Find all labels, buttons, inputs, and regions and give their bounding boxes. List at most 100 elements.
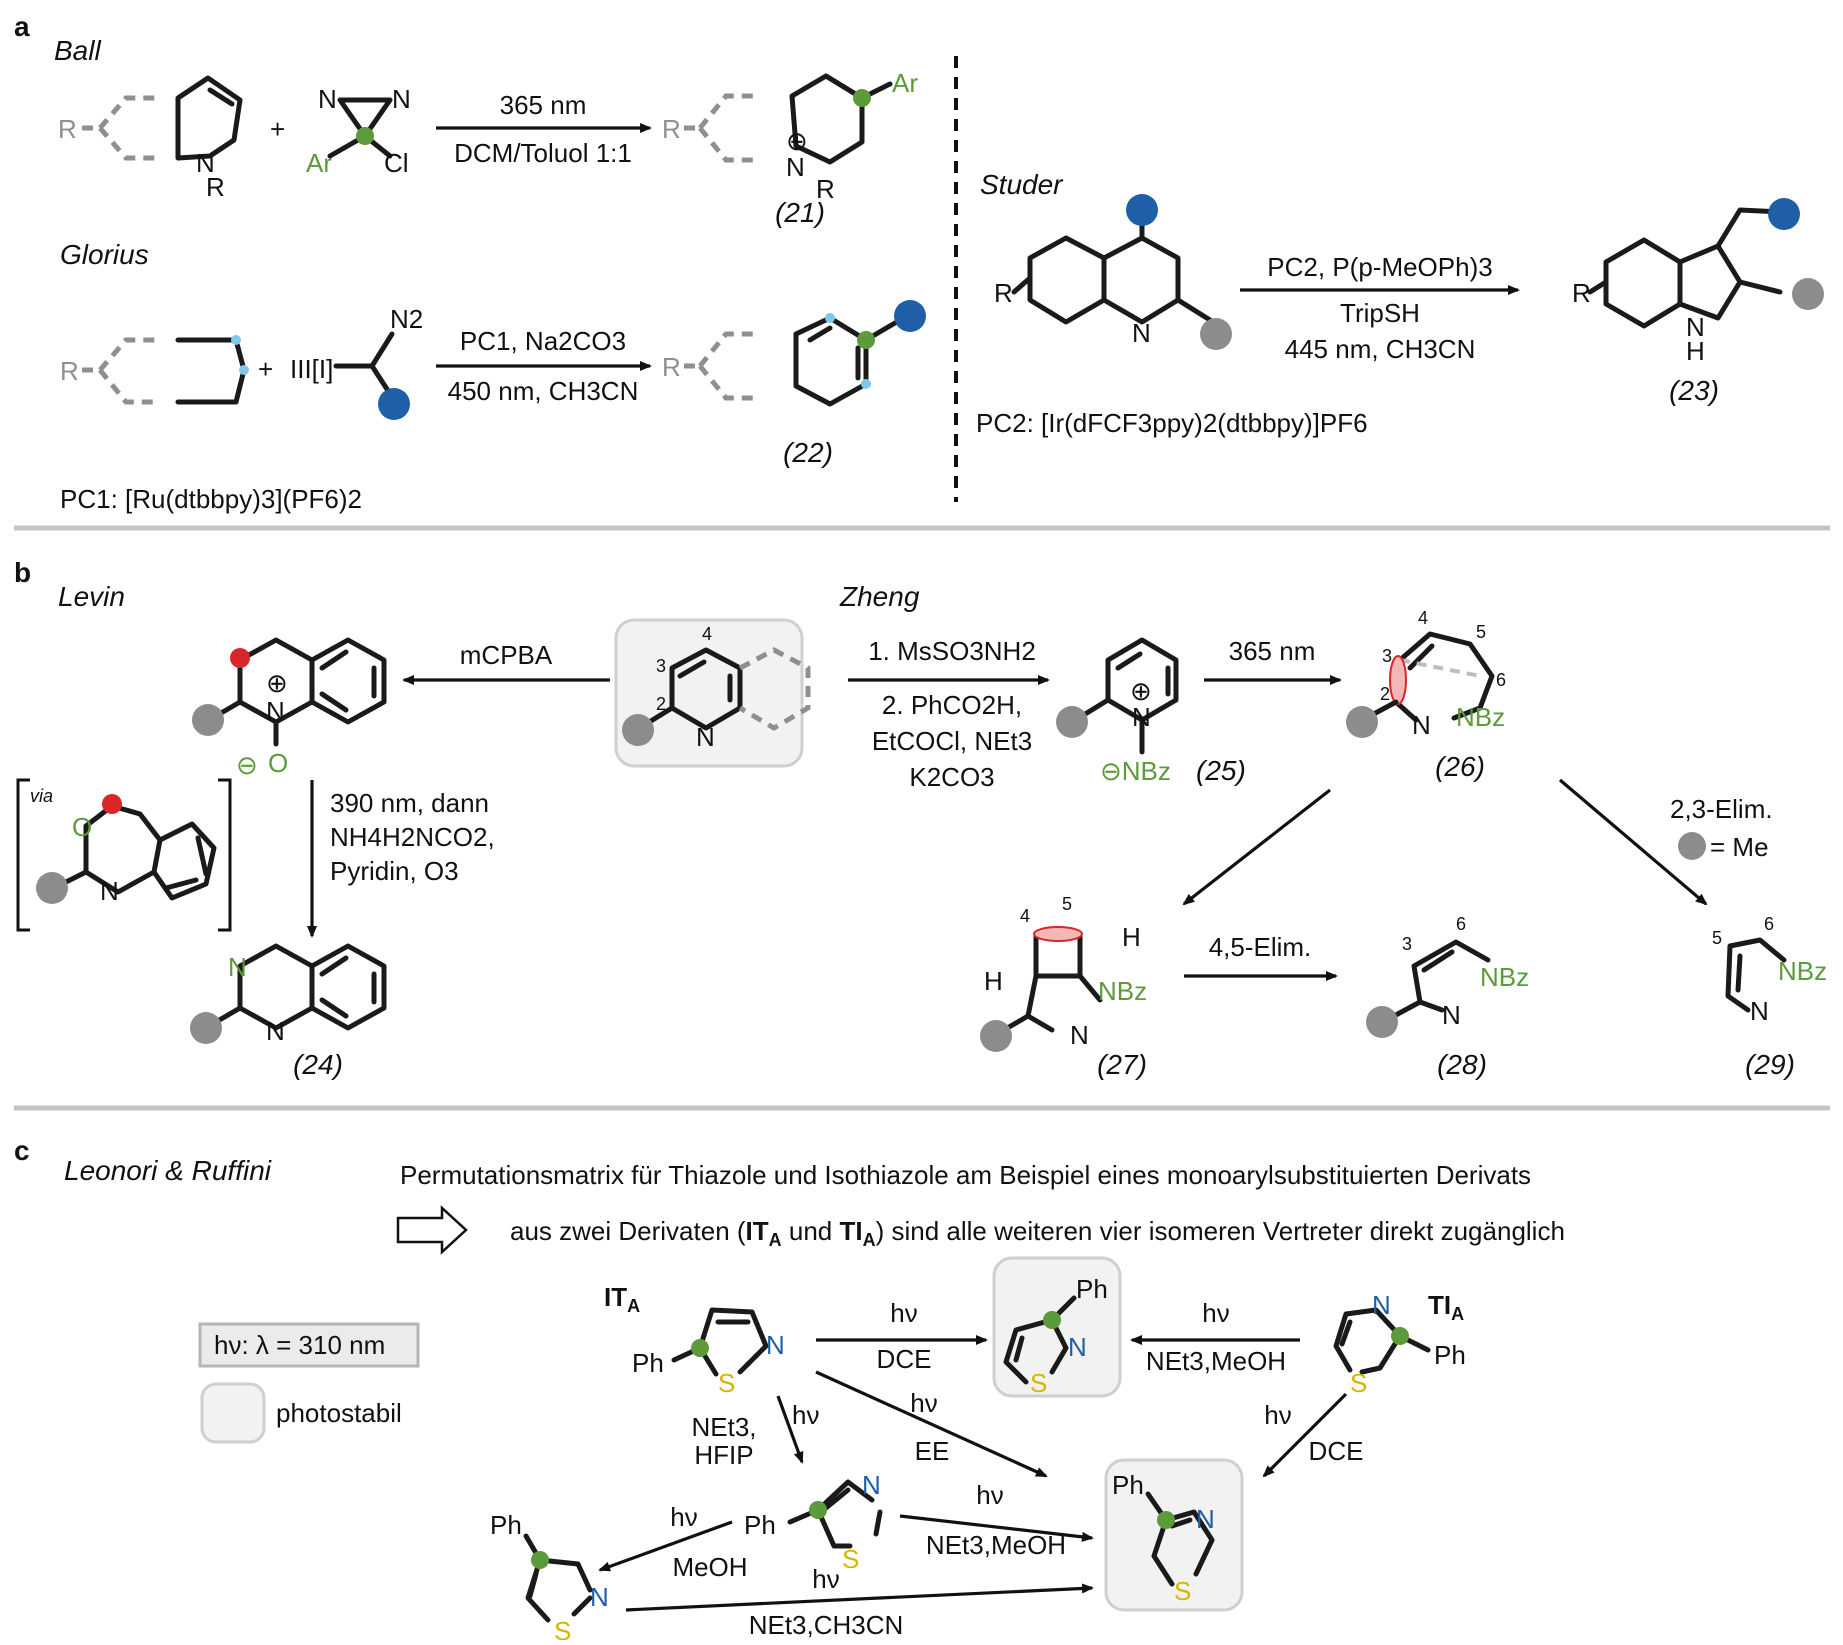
panel-a-label: a bbox=[14, 11, 30, 42]
compound-25: (25) bbox=[1196, 755, 1246, 786]
p24-n1: N bbox=[228, 952, 247, 982]
ball-indole-reactant: R N R bbox=[58, 75, 243, 202]
panel-b-label: b bbox=[14, 557, 31, 588]
photostable-box-bottom bbox=[1104, 1458, 1244, 1612]
ita-label-sub: A bbox=[627, 1296, 640, 1316]
me-legend: = Me bbox=[1710, 832, 1769, 862]
arrow-26-to-29 bbox=[1558, 778, 1708, 906]
via-o: O bbox=[72, 812, 92, 842]
arrow-tia-to-4ph-thiazole bbox=[1262, 1392, 1348, 1478]
studer-cond-bottom: 445 nm, CH3CN bbox=[1285, 334, 1476, 364]
t4-s: S bbox=[1174, 1576, 1191, 1606]
d26-pos2: 2 bbox=[1380, 684, 1390, 704]
levin-cond2: NH4H2NCO2, bbox=[330, 822, 495, 852]
line2-it-sub: A bbox=[769, 1230, 782, 1250]
i4-ph: Ph bbox=[490, 1510, 522, 1540]
b27-nbz: NBz bbox=[1098, 976, 1147, 1006]
pyridine-substrate: 4 3 2 N bbox=[622, 624, 811, 752]
glorius-cond-bottom: 450 nm, CH3CN bbox=[448, 376, 639, 406]
pyridine-substrate-box bbox=[614, 618, 804, 768]
diazepine-26: 3 4 5 6 2 N NBz bbox=[1346, 608, 1506, 740]
arrow-ita-to-5ph-thiazole bbox=[776, 1395, 804, 1464]
studer-cond-top: PC2, P(p-MeOPh)3 bbox=[1267, 252, 1492, 282]
p29-nbz: NBz bbox=[1778, 956, 1827, 986]
pyridine-pos3: 3 bbox=[656, 656, 666, 676]
legend-hv-box bbox=[198, 1322, 420, 1368]
hv-label-8: hν bbox=[812, 1564, 839, 1594]
glorius-n2: N2 bbox=[390, 304, 423, 334]
studer-author: Studer bbox=[980, 169, 1064, 200]
glorius-reactant: R bbox=[60, 335, 249, 405]
tia-n: N bbox=[1372, 1290, 1391, 1320]
b27-h1: H bbox=[1122, 922, 1141, 952]
levin-cond1: 390 nm, dann bbox=[330, 788, 489, 818]
n-oxide-plus: ⊕ bbox=[266, 668, 288, 698]
p28-pos6: 6 bbox=[1456, 914, 1466, 934]
via-label: via bbox=[30, 786, 53, 806]
hv-label-3: hν bbox=[910, 1388, 937, 1418]
ball-diazirine: N N Ar Cl bbox=[306, 84, 411, 178]
n-oxide-n: N bbox=[266, 696, 285, 726]
arrow-5ph-to-4ph-isothiazole bbox=[598, 1520, 733, 1572]
tia-s: S bbox=[1350, 1368, 1367, 1398]
via-oxazepine-intermediate: via O N bbox=[16, 778, 232, 932]
tia-label: TIA bbox=[1428, 1290, 1464, 1324]
ita-label-text: IT bbox=[604, 1282, 627, 1312]
i4-s: S bbox=[554, 1616, 571, 1645]
t5-ph: Ph bbox=[744, 1510, 776, 1540]
studer-product-r: R bbox=[1572, 278, 1591, 308]
t5-s: S bbox=[842, 1544, 859, 1574]
ball-author: Ball bbox=[54, 35, 101, 66]
tia-ph: Ph bbox=[1434, 1340, 1466, 1370]
b27-h2: H bbox=[984, 966, 1003, 996]
d26-nbz: NBz bbox=[1456, 702, 1505, 732]
line2-pre: aus zwei Derivaten ( bbox=[510, 1216, 746, 1246]
ee-label: EE bbox=[915, 1436, 950, 1466]
line2-ti-sub: A bbox=[863, 1230, 876, 1250]
glorius-pc1: PC1: [Ru(dtbbpy)3](PF6)2 bbox=[60, 484, 362, 514]
studer-cond-mid: TripSH bbox=[1340, 298, 1420, 328]
permutation-line1: Permutationsmatrix für Thiazole und Isot… bbox=[400, 1160, 1531, 1190]
tia-label-sub: A bbox=[1451, 1304, 1464, 1324]
studer-product-n: N bbox=[1686, 312, 1705, 342]
p29-pos5: 5 bbox=[1712, 928, 1722, 948]
hv-label-1: hν bbox=[890, 1298, 917, 1328]
ball-r: R bbox=[58, 114, 77, 144]
zheng-cond2: 2. PhCO2H, bbox=[882, 690, 1022, 720]
ball-plus: + bbox=[270, 114, 285, 144]
top-n: N bbox=[1068, 1332, 1087, 1362]
p28-nbz: NBz bbox=[1480, 962, 1529, 992]
glorius-iodonium-ylide: III[I] N2 bbox=[290, 304, 423, 420]
panel-c-label: c bbox=[14, 1135, 30, 1166]
me-legend-dot bbox=[1678, 832, 1706, 860]
legend-photostable-box bbox=[200, 1382, 266, 1444]
line2-ti: TI bbox=[839, 1216, 862, 1246]
zheng-cond1: 1. MsSO3NH2 bbox=[868, 636, 1036, 666]
compound-22: (22) bbox=[783, 437, 833, 468]
compound-27: (27) bbox=[1097, 1049, 1147, 1080]
pyrazole-28: 3 6 NBz N bbox=[1366, 914, 1529, 1038]
ylide-n: N bbox=[1132, 702, 1151, 732]
net3meoh-label-2: NEt3,MeOH bbox=[926, 1530, 1066, 1560]
ylide-plus: ⊕ bbox=[1130, 676, 1152, 706]
tia-label-text: TI bbox=[1428, 1290, 1451, 1320]
p28-pos3: 3 bbox=[1402, 934, 1412, 954]
thiazole-2-phenyl: N S Ph bbox=[1333, 1290, 1466, 1398]
d26-n: N bbox=[1412, 710, 1431, 740]
isothiazole-5-phenyl: Ph N S bbox=[632, 1307, 785, 1398]
compound-21: (21) bbox=[775, 197, 825, 228]
hv-label-6: hν bbox=[976, 1480, 1003, 1510]
zheng-cond4: K2CO3 bbox=[909, 762, 994, 792]
ball-cl: Cl bbox=[384, 148, 409, 178]
legend-hv: hν: λ = 310 nm bbox=[214, 1330, 385, 1360]
compound-23: (23) bbox=[1669, 375, 1719, 406]
elim-23: 2,3-Elim. bbox=[1670, 794, 1773, 824]
ball-product-charge: ⊕ bbox=[786, 126, 808, 156]
ita-n: N bbox=[766, 1330, 785, 1360]
isothiazole-3-phenyl: Ph N S bbox=[1003, 1274, 1108, 1398]
glorius-author: Glorius bbox=[60, 239, 149, 270]
isothiazole-4-phenyl: Ph N S bbox=[490, 1510, 609, 1645]
p28-n: N bbox=[1442, 1000, 1461, 1030]
levin-reagent: mCPBA bbox=[460, 640, 553, 670]
b27-pos5: 5 bbox=[1062, 894, 1072, 914]
